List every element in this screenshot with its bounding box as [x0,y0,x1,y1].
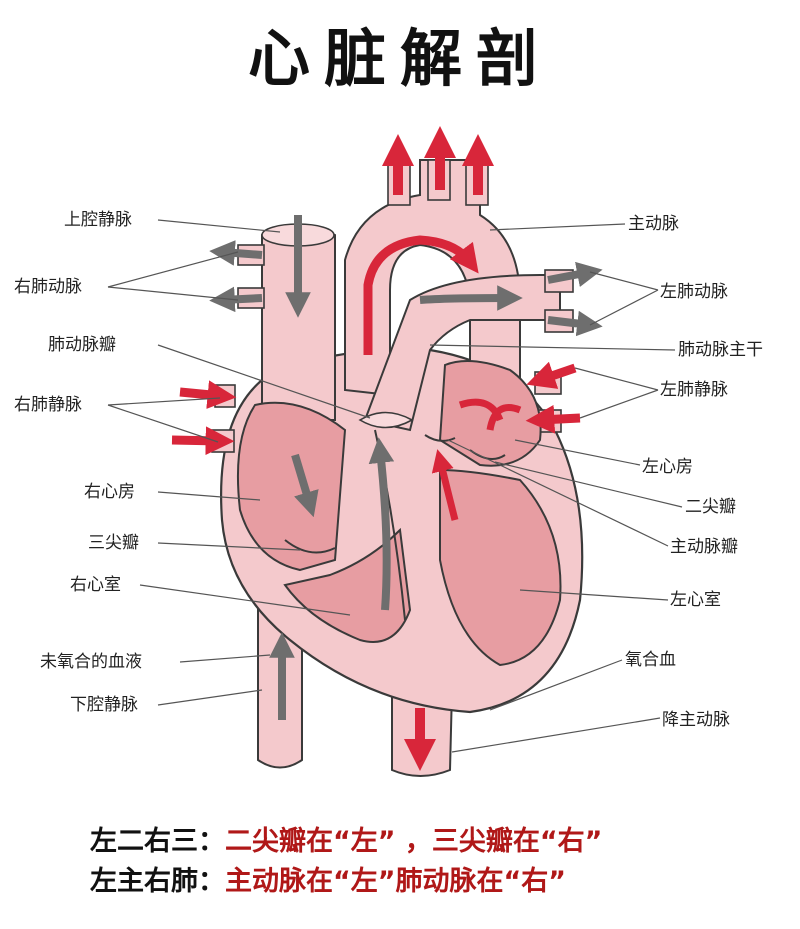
left-ventricle-arrow-up [431,449,459,521]
label-left-pulmonary-vein: 左肺静脉 [660,380,728,400]
label-inferior-vena-cava: 下腔静脉 [70,695,138,715]
label-right-pulmonary-vein: 右肺静脉 [14,395,82,415]
left-pulmonary-vein-arrow-1 [526,361,577,389]
mnemonic-value-1: 二尖瓣在“左” ，三尖瓣在“右” [225,826,603,857]
label-pulmonary-trunk: 肺动脉主干 [678,340,763,360]
right-atrium-arrow [291,453,319,518]
pulmonary-trunk-arrow [419,285,523,311]
label-left-pulmonary-artery: 左肺动脉 [660,282,728,302]
label-oxygenated-blood: 氧合血 [625,650,676,670]
right-atrium [236,401,347,572]
right-ventricle-arrow [368,437,395,611]
right-pulmonary-vein-arrow-2 [171,426,235,456]
aortic-valve [424,434,456,442]
label-right-pulmonary-artery: 右肺动脉 [14,277,82,297]
label-descending-aorta: 降主动脉 [662,710,730,730]
label-tricuspid-valve: 三尖瓣 [88,533,139,553]
label-aorta: 主动脉 [628,214,679,234]
right-pulmonary-artery-arrow-1 [209,240,263,266]
tricuspid-valve [284,539,336,554]
left-ventricle [439,468,562,667]
label-pulmonary-valve: 肺动脉瓣 [48,335,116,355]
right-pulmonary-vein-arrow-1 [179,380,237,409]
left-pulmonary-vein-arrow-2 [525,404,581,434]
aortic-arch-arrow [363,235,479,355]
mnemonic-key-1: 左二右三： [90,826,225,857]
label-mitral-valve: 二尖瓣 [685,497,736,517]
label-left-ventricle: 左心室 [670,590,721,610]
right-ventricle [283,527,412,643]
pulmonary-valve [358,411,414,429]
label-right-ventricle: 右心室 [70,575,121,595]
left-atrium-arrows [458,398,522,431]
mnemonic-line-2: 左主右肺：主动脉在“左”肺动脉在“右” [90,866,566,898]
mnemonic-line-1: 左二右三：二尖瓣在“左” ，三尖瓣在“右” [90,826,602,858]
label-aortic-valve: 主动脉瓣 [670,537,738,557]
pulmonary-trunk [363,274,561,432]
label-right-atrium: 右心房 [84,482,135,502]
label-deoxygenated-blood: 未氧合的血液 [40,652,142,672]
label-left-atrium: 左心房 [642,457,693,477]
left-atrium [438,360,542,467]
page-title: 心脏解剖 [247,22,552,95]
mnemonic-value-2: 主动脉在“左”肺动脉在“右” [225,866,566,897]
label-superior-vena-cava: 上腔静脉 [64,210,132,230]
left-pulmonary-artery-arrow-2 [547,310,603,337]
left-pulmonary-artery-arrow-1 [547,261,603,287]
mnemonic-key-2: 左主右肺： [90,866,225,897]
